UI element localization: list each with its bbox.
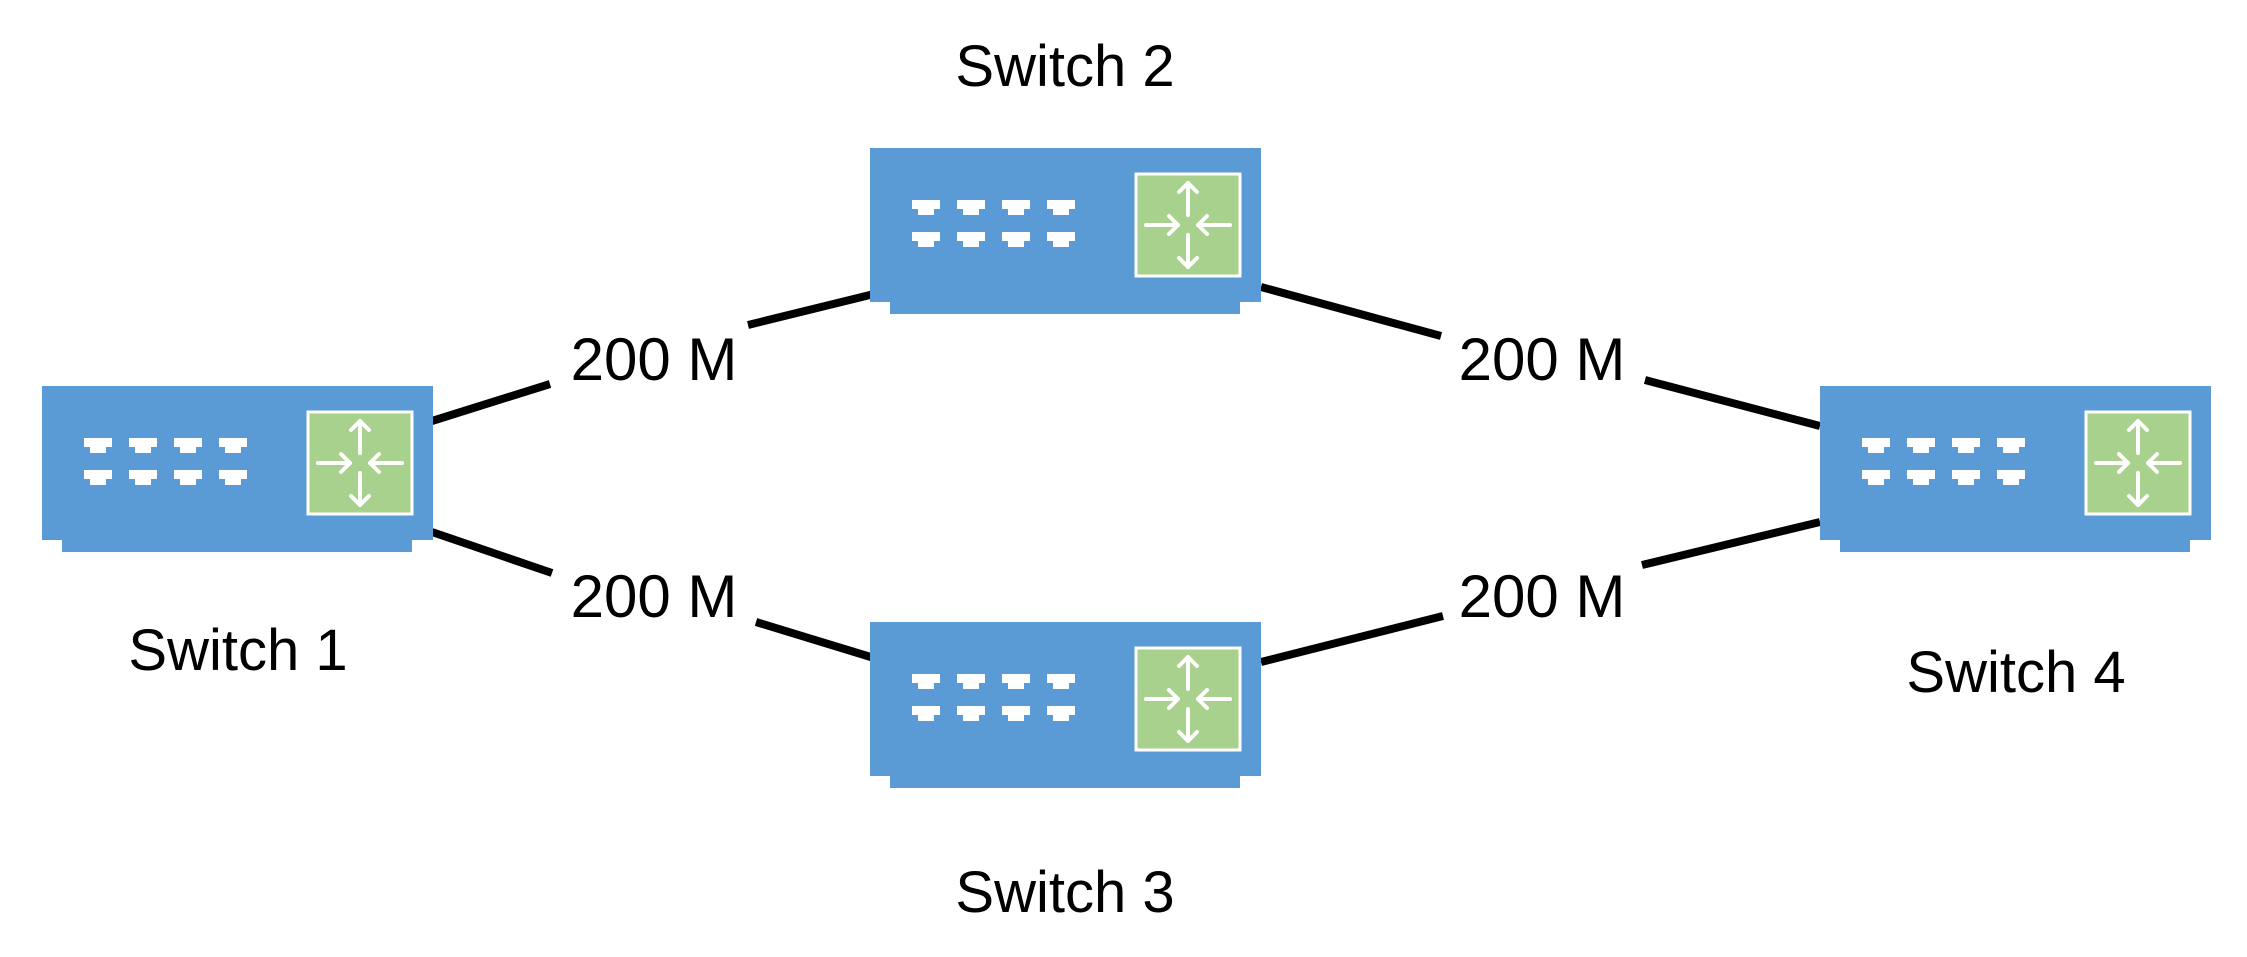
switch-base	[62, 540, 412, 552]
link-line	[1641, 518, 1821, 569]
link-line	[430, 528, 554, 577]
link-line	[754, 618, 876, 662]
links-layer	[430, 283, 1822, 666]
link-line	[1643, 376, 1822, 430]
switch-2[interactable]	[870, 148, 1261, 314]
router-arrows-icon	[2084, 410, 2192, 516]
switch-4-label: Switch 4	[1906, 640, 2125, 705]
switch-base	[890, 776, 1240, 788]
router-arrows-icon	[1134, 172, 1242, 278]
link-label-switch1-switch2: 200 M	[571, 326, 738, 393]
switch-3-label: Switch 3	[955, 860, 1174, 925]
switch-1-label: Switch 1	[128, 618, 347, 683]
switch-2-label: Switch 2	[955, 34, 1174, 99]
router-arrows-icon	[306, 410, 414, 516]
link-label-switch2-switch4: 200 M	[1459, 326, 1626, 393]
switch-3[interactable]	[870, 622, 1261, 788]
switch-1[interactable]	[42, 386, 433, 552]
link-line	[1260, 612, 1444, 666]
switch-base	[890, 302, 1240, 314]
switch-base	[1840, 540, 2190, 552]
link-label-switch1-switch3: 200 M	[571, 563, 738, 630]
link-line	[1259, 283, 1443, 340]
link-line	[747, 290, 875, 329]
link-line	[430, 380, 552, 425]
router-arrows-icon	[1134, 646, 1242, 752]
link-label-switch3-switch4: 200 M	[1459, 563, 1626, 630]
switch-4[interactable]	[1820, 386, 2211, 552]
